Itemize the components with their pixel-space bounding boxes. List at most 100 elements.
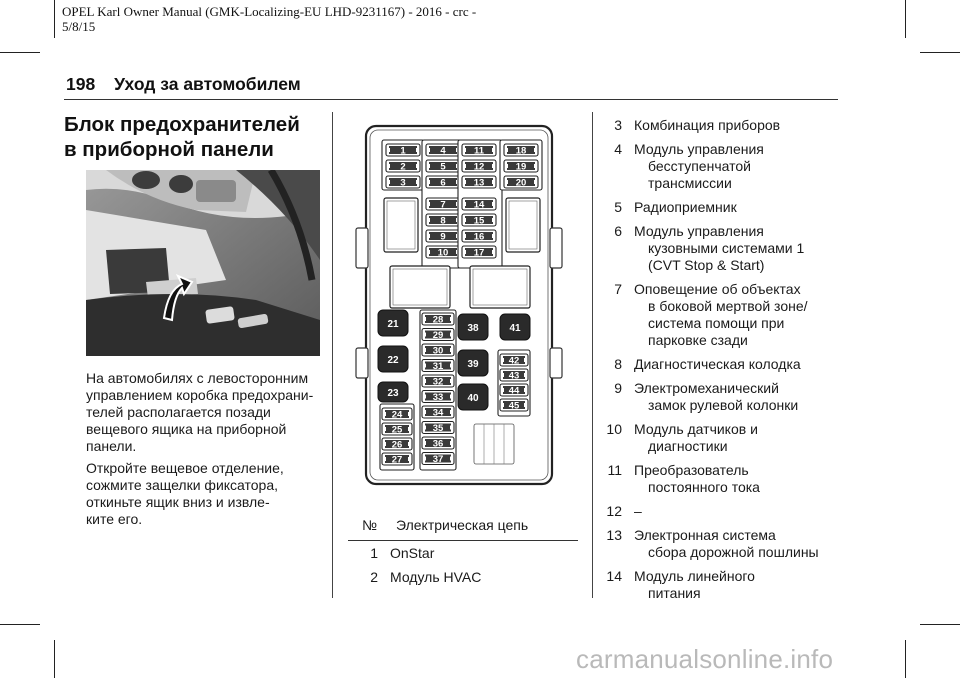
circuit-line: бесступенчатой bbox=[648, 158, 751, 174]
fuse-label: 5 bbox=[440, 162, 446, 173]
fuse: 2 bbox=[385, 159, 421, 173]
fuse-label: 2 bbox=[400, 162, 405, 173]
section-title: Блок предохранителей в приборной панели bbox=[64, 112, 334, 162]
fuse-label: 31 bbox=[433, 361, 444, 372]
circuit-line: диагностики bbox=[648, 438, 728, 454]
column-divider bbox=[592, 112, 593, 598]
relay-label: 22 bbox=[387, 355, 399, 366]
fuse-label: 30 bbox=[433, 346, 444, 357]
fuse-number: 14 bbox=[606, 568, 622, 584]
fuse-label: 3 bbox=[400, 178, 405, 189]
fuse-label: 33 bbox=[433, 392, 444, 403]
fuse-label: 1 bbox=[400, 146, 406, 157]
meta-line: 5/8/15 bbox=[62, 19, 96, 34]
relay-label: 41 bbox=[509, 323, 521, 334]
crop-mark bbox=[905, 0, 906, 38]
circuit-line: Модуль датчиков и bbox=[634, 421, 758, 437]
relay-slot-inner bbox=[472, 268, 528, 306]
crop-mark bbox=[54, 640, 55, 678]
fuse: 31 bbox=[421, 358, 455, 373]
relay: 39 bbox=[457, 349, 489, 377]
fuse: 26 bbox=[381, 437, 413, 451]
document-meta: OPEL Karl Owner Manual (GMK-Localizing-E… bbox=[62, 4, 532, 34]
fuse-label: 15 bbox=[474, 216, 485, 227]
fuse-label: 12 bbox=[474, 162, 485, 173]
fuse-label: 20 bbox=[516, 178, 527, 189]
relay: 40 bbox=[457, 383, 489, 411]
relay: 21 bbox=[377, 309, 409, 337]
fuse: 9 bbox=[425, 229, 461, 243]
circuit-line: Модуль линейного bbox=[634, 568, 755, 584]
circuit-description: Модуль HVAC bbox=[390, 569, 614, 586]
relay: 41 bbox=[499, 313, 531, 341]
instruction-paragraph: Откройте вещевое отделение, сожмите заще… bbox=[86, 460, 284, 527]
fuse: 34 bbox=[421, 405, 455, 419]
fuse-number: 4 bbox=[614, 141, 622, 157]
fuse: 37 bbox=[421, 451, 455, 466]
circuit-line: Модуль управления bbox=[634, 141, 764, 157]
relay: 22 bbox=[377, 345, 409, 373]
crop-mark bbox=[0, 52, 40, 53]
fuse: 3 bbox=[385, 175, 421, 189]
crop-mark bbox=[920, 52, 960, 53]
circuit-description: Диагностическая колодка bbox=[634, 356, 858, 373]
section-title-line: в приборной панели bbox=[64, 138, 274, 161]
fuse: 8 bbox=[425, 213, 461, 227]
mounting-tab bbox=[355, 347, 369, 379]
fuse-label: 34 bbox=[433, 408, 444, 419]
fuse: 12 bbox=[461, 159, 497, 173]
circuit-line: система помощи при bbox=[648, 315, 785, 331]
table-header-circuit: Электрическая цепь bbox=[396, 517, 529, 533]
fuse-label: 43 bbox=[509, 371, 520, 382]
fuse: 20 bbox=[503, 175, 539, 189]
fuse: 17 bbox=[461, 245, 497, 259]
fuse-label: 35 bbox=[433, 423, 444, 434]
relay-slot-inner bbox=[392, 268, 448, 306]
fuse: 33 bbox=[421, 389, 455, 404]
fuse-label: 25 bbox=[392, 425, 403, 436]
relay-slot bbox=[383, 197, 419, 253]
fuse: 18 bbox=[503, 143, 539, 157]
circuit-description: OnStar bbox=[390, 545, 614, 562]
fuse-label: 4 bbox=[440, 146, 446, 157]
fuse: 4 bbox=[425, 143, 461, 157]
fuse-label: 7 bbox=[440, 200, 445, 211]
fuse: 14 bbox=[461, 197, 497, 211]
fuse-label: 24 bbox=[392, 410, 403, 421]
fuse: 7 bbox=[425, 197, 461, 211]
circuit-line: (CVT Stop & Start) bbox=[648, 257, 765, 273]
fuse-label: 14 bbox=[474, 200, 485, 211]
crop-mark bbox=[54, 0, 55, 38]
relay-label: 40 bbox=[467, 393, 479, 404]
fuse: 13 bbox=[461, 175, 497, 189]
dashboard-illustration bbox=[86, 170, 320, 356]
fuse-label: 13 bbox=[474, 178, 485, 189]
fuse: 24 bbox=[381, 407, 413, 421]
fuse-label: 19 bbox=[516, 162, 527, 173]
circuit-line: Оповещение об объектах bbox=[634, 281, 801, 297]
circuit-line: Диагностическая колодка bbox=[634, 356, 801, 372]
fuse-label: 11 bbox=[474, 146, 485, 157]
crop-mark bbox=[905, 640, 906, 678]
fuse-label: 26 bbox=[392, 440, 403, 451]
circuit-line: – bbox=[634, 503, 642, 519]
relay-label: 23 bbox=[387, 388, 399, 399]
relay-label: 21 bbox=[387, 319, 399, 330]
fuse: 28 bbox=[421, 312, 455, 326]
circuit-description: Комбинация приборов bbox=[634, 117, 858, 134]
fuse-number: 5 bbox=[614, 199, 622, 215]
meta-line: OPEL Karl Owner Manual (GMK-Localizing-E… bbox=[62, 4, 477, 19]
header-rule bbox=[64, 99, 838, 100]
fuse-number: 8 bbox=[614, 356, 622, 372]
fuse: 36 bbox=[421, 436, 455, 450]
fuse-label: 8 bbox=[440, 216, 445, 227]
mounting-tab bbox=[549, 227, 563, 269]
relay: 38 bbox=[457, 313, 489, 341]
crop-mark bbox=[920, 624, 960, 625]
circuit-line: кузовными системами 1 bbox=[648, 240, 805, 256]
relay-slot-inner bbox=[386, 200, 416, 250]
